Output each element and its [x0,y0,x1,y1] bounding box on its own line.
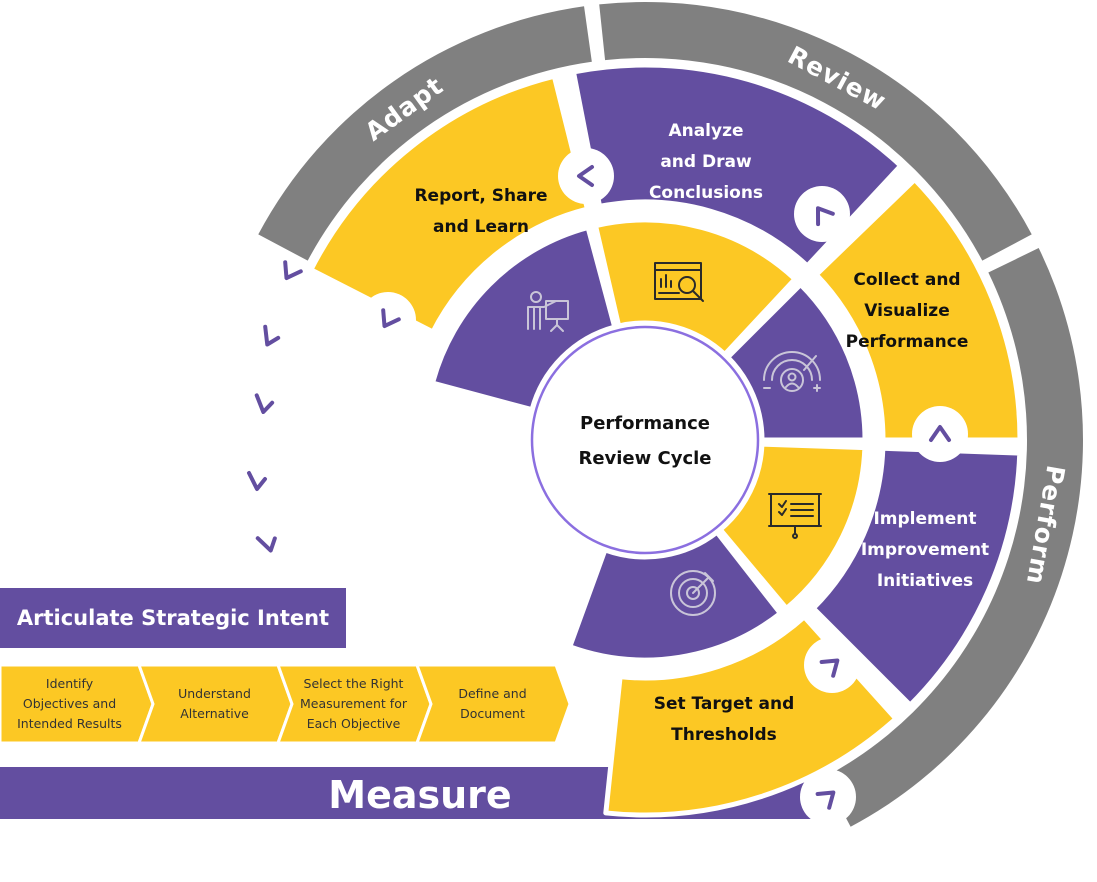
segment-label-collect: Performance [846,332,969,352]
chevron-icon [815,206,835,227]
measure-step-label: Document [460,706,525,721]
badge-circle [800,769,856,825]
segment-implement [810,445,1023,708]
measure-step-label: Each Objective [307,716,401,731]
measure-step-label: Define and [458,686,526,701]
measure-step-label: Identify [46,676,94,691]
performance-gauge-icon [763,351,821,392]
segment-label-collect: Visualize [864,301,949,321]
segment-label-collect: Collect and [853,270,960,290]
measure-step-label: Objectives and [23,696,116,711]
icon-segment-1 [429,224,618,413]
checklist-board-icon [768,493,822,539]
chevron-icon [815,790,836,810]
chevron-icon [381,308,401,329]
segment-label-target: Thresholds [671,725,777,745]
connector-badge [360,292,416,348]
segment-label-analyze: Analyze [668,121,743,141]
badge-circle [558,148,614,204]
badge-circle [794,186,850,242]
measure-step-label: Intended Results [17,716,122,731]
segment-label-target: Set Target and [654,694,795,714]
target-icon [670,570,716,616]
phase-band-adapt [258,6,592,261]
flow-connectors [283,148,968,825]
connector-badge [558,148,614,204]
chevron-down-icon [254,393,275,414]
connector-badge [912,406,968,462]
badge-circle [804,637,860,693]
badge-circle [912,406,968,462]
strategic-intent-banner [0,588,346,648]
icon-segment-5 [567,529,783,663]
icon-segment-3 [725,281,868,443]
chevron-down-icon [255,536,277,553]
segment-label-implement: Implement [873,509,976,529]
strategic-intent-label: Articulate Strategic Intent [17,606,329,630]
measure-step-2 [136,663,294,745]
segment-label-analyze: and Draw [660,152,752,172]
badge-circle [360,292,416,348]
chevron-down-icon [247,471,267,491]
segment-label-analyze: Conclusions [649,183,763,203]
measure-step-label: Measurement for [300,696,408,711]
measure-step-4 [414,663,572,745]
segment-label-report: and Learn [433,217,529,237]
segment-label-implement: Improvement [861,540,989,560]
chevron-trail [247,324,281,553]
connector-badge [804,637,860,693]
measure-step-label: Alternative [180,706,249,721]
analytics-dashboard-icon [654,262,704,302]
segment-collect [813,177,1023,443]
segment-label-report: Report, Share [414,186,547,206]
connector-badge [800,769,856,825]
chevron-icon [819,658,840,678]
connector-badge [794,186,850,242]
chevron-icon [577,165,594,187]
icon-ring [429,217,868,663]
center-circle [530,325,760,555]
connector-badge [283,260,303,281]
measure-step-label: Select the Right [304,676,404,691]
phase-band-review [599,1,1032,261]
chevron-icon [929,425,951,442]
process-ring: Report, Share and Learn Analyze and DrawCon… [308,62,1023,708]
center-title-line2: Review Cycle [578,448,711,469]
presenter-icon [527,291,569,332]
chevron-icon [283,260,303,281]
segment-report [308,73,590,335]
measure-step-label: Understand [178,686,251,701]
center-title-line1: Performance [580,413,710,434]
measure-label: Measure [328,773,511,817]
chevron-down-icon [263,324,281,347]
segment-label-implement: Initiatives [877,571,973,591]
phase-band-perform [824,247,1083,827]
